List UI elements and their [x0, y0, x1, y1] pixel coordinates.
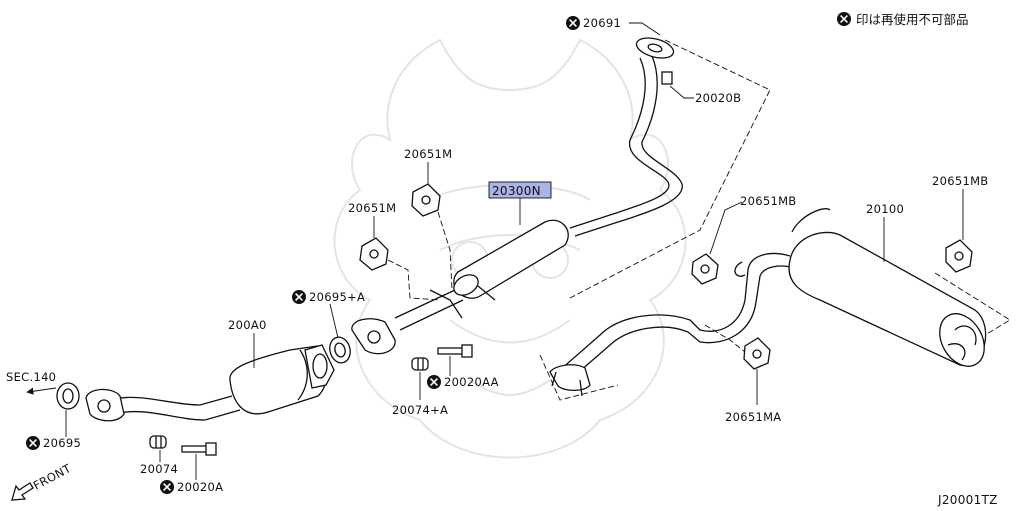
- drawing-code: J20001TZ: [937, 493, 998, 507]
- part-20100-label: 20100: [866, 202, 904, 216]
- dashed-outline: [437, 211, 453, 291]
- nut-20020B: [661, 71, 673, 85]
- part-20020AA-label: 20020AA: [426, 374, 499, 390]
- part-20695A-label: 20695+A: [291, 289, 365, 305]
- cross-circle-icon: [836, 11, 852, 27]
- dashed-outline: [387, 259, 441, 301]
- part-20020B-label: 20020B: [695, 91, 741, 105]
- bolt-20020AA: [437, 344, 473, 358]
- center-pipe-20300N: [351, 55, 683, 355]
- sec140-label: SEC.140: [6, 370, 56, 384]
- part-20695-label: 20695: [25, 435, 81, 451]
- part-20074-label: 20074: [140, 462, 178, 476]
- part-20651MB-right-label: 20651MB: [932, 174, 989, 188]
- svg-text:20020AA: 20020AA: [444, 375, 499, 389]
- part-20651MA-label: 20651MA: [725, 410, 781, 424]
- svg-text:20020A: 20020A: [177, 480, 223, 494]
- cross-circle-icon: [565, 15, 581, 31]
- spring-nut-20074A: [411, 357, 429, 371]
- part-20300N-label: 20300N: [492, 184, 541, 198]
- leader-line: [709, 201, 743, 255]
- leader-line: [669, 85, 694, 99]
- front-arrow-icon: [11, 482, 34, 501]
- dashed-outline: [569, 39, 771, 299]
- mount-20651MB-left: [691, 253, 719, 285]
- cross-circle-icon: [291, 289, 307, 305]
- mount-20651M-top: [411, 183, 441, 217]
- mount-20651MA: [743, 337, 771, 370]
- legend: 印は再使用不可部品: [836, 11, 969, 27]
- cross-circle-icon: [426, 374, 442, 390]
- bolt-20020A: [181, 442, 217, 456]
- dashed-outline: [539, 354, 619, 401]
- part-20020A-label: 20020A: [159, 479, 223, 495]
- leader-line: [629, 22, 661, 36]
- sec140-arrow: [26, 387, 57, 395]
- part-200A0-label: 200A0: [228, 318, 267, 332]
- part-20651M-left-label: 20651M: [348, 201, 396, 215]
- part-20651MB-left-label: 20651MB: [740, 194, 797, 208]
- gasket-hole: [62, 388, 74, 404]
- cross-circle-icon: [159, 479, 175, 495]
- svg-text:FRONT: FRONT: [31, 461, 74, 493]
- mount-20651M-left: [359, 237, 389, 271]
- mount-20651MB-right: [945, 239, 973, 273]
- leader-line: [329, 303, 339, 339]
- spring-20074: [149, 435, 167, 449]
- front-direction-indicator: FRONT: [11, 461, 74, 501]
- cross-circle-icon: [25, 435, 41, 451]
- catalytic-converter-200A0: [85, 344, 335, 422]
- part-20651M-top-label: 20651M: [404, 147, 452, 161]
- part-20691-label: 20691: [565, 15, 621, 31]
- gasket-hole: [647, 43, 663, 53]
- gasket-hole: [334, 342, 346, 358]
- part-20074A-label: 20074+A: [392, 403, 448, 417]
- svg-text:20695+A: 20695+A: [309, 290, 365, 304]
- svg-text:20695: 20695: [43, 436, 81, 450]
- dashed-outline: [704, 324, 746, 353]
- legend-text: 印は再使用不可部品: [856, 12, 969, 27]
- main-muffler-20100: [549, 208, 987, 397]
- dashed-outline: [934, 272, 1011, 336]
- svg-text:20691: 20691: [583, 16, 621, 30]
